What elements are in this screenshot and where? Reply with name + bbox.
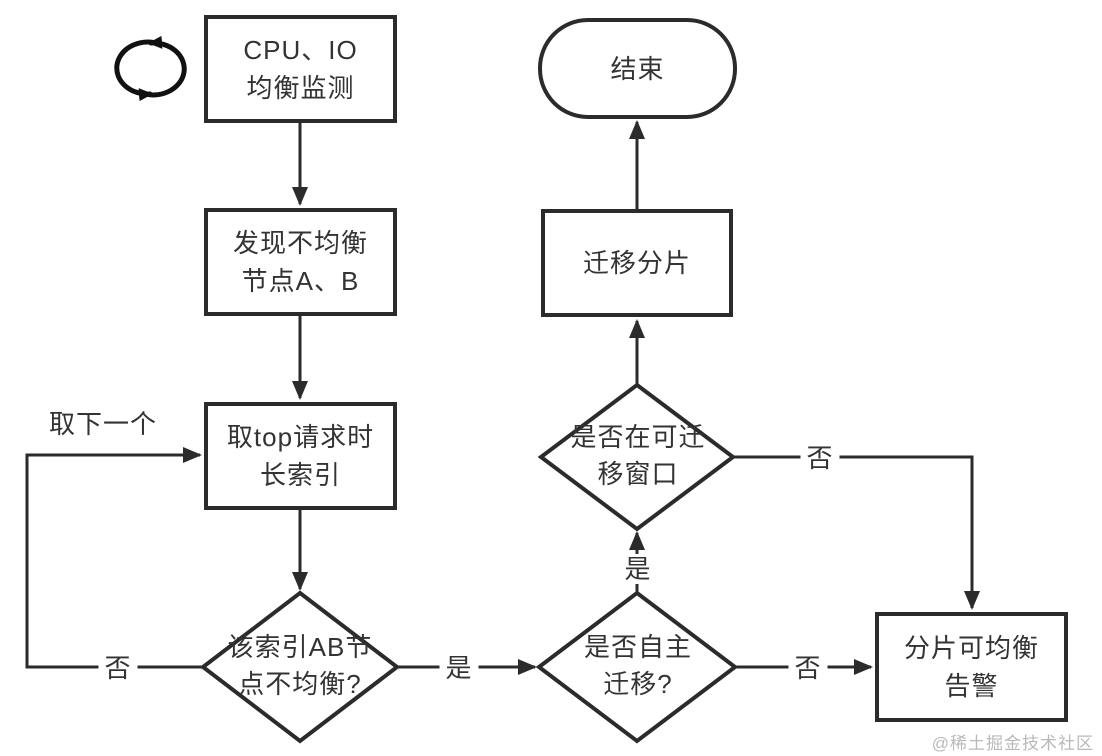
diamond-migrate-window xyxy=(537,382,737,532)
node-take-top-index: 取top请求时 长索引 xyxy=(204,402,397,510)
diamond-auto-migrate-label: 是否自主 迁移? xyxy=(583,632,692,699)
diamond-migrate-window-label: 是否在可迁 移窗口 xyxy=(570,422,706,489)
node-alarm: 分片可均衡 告警 xyxy=(875,612,1068,722)
edge-label-window-no: 否 xyxy=(800,443,840,473)
diamond-index-unbalanced xyxy=(199,590,401,744)
edge-label-loop-no: 否 xyxy=(98,653,138,683)
edge-label-unbalanced-yes: 是 xyxy=(439,653,479,683)
diamond-auto-migrate xyxy=(535,590,739,744)
node-migrate-shard: 迁移分片 xyxy=(541,209,733,317)
edge-window-alarm xyxy=(733,455,980,610)
sync-loop-icon xyxy=(114,35,187,102)
node-monitor: CPU、IO 均衡监测 xyxy=(204,15,397,123)
node-end: 结束 xyxy=(538,18,737,119)
edge-loop-take-next xyxy=(25,447,203,669)
diamond-index-unbalanced-label: 该索引AB节 点不均衡? xyxy=(227,632,373,699)
edge-label-auto-yes: 是 xyxy=(618,554,658,584)
edge-label-auto-no: 否 xyxy=(788,653,828,683)
edge-label-take-next: 取下一个 xyxy=(48,409,158,439)
node-detect: 发现不均衡 节点A、B xyxy=(204,208,397,316)
watermark: @稀土掘金技术社区 xyxy=(931,734,1094,753)
